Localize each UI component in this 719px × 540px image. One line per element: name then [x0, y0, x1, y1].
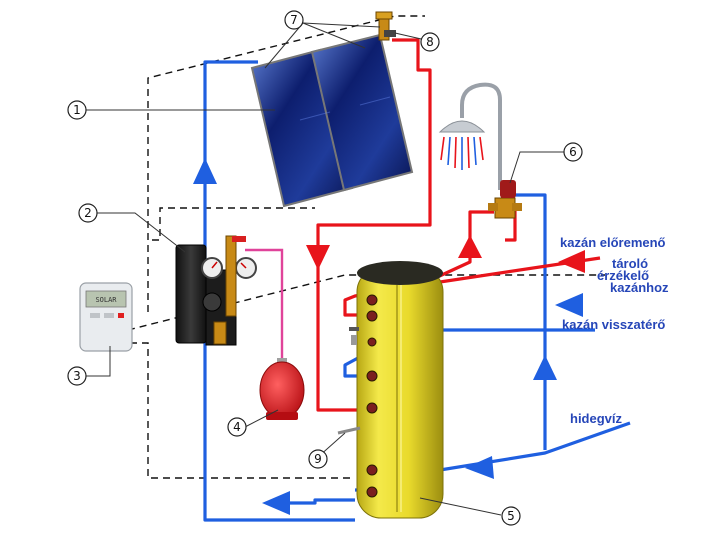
arrow-up-blue-right — [533, 355, 557, 380]
shower-head-icon — [438, 82, 502, 190]
arrow-left-blue-bottom — [262, 491, 290, 515]
air-vent-icon — [375, 11, 396, 41]
callout-7: 7 — [284, 10, 304, 30]
boiler-return-pipe — [343, 328, 595, 378]
callout-5: 5 — [501, 506, 521, 526]
mixing-valve-icon — [488, 180, 522, 219]
label-kazan-visszatero: kazán visszatérő — [562, 317, 665, 332]
flow-arrows — [193, 158, 585, 515]
cold-water-riser-pipe — [512, 193, 547, 450]
tank-sensor-cable-bottom — [130, 342, 355, 479]
arrow-down-red — [306, 245, 330, 270]
svg-text:5: 5 — [507, 509, 515, 523]
svg-text:2: 2 — [84, 206, 92, 220]
tank-coil-return-pipe — [268, 498, 355, 505]
svg-text:8: 8 — [426, 35, 434, 49]
callout-leaders — [86, 22, 564, 516]
callout-1: 1 — [67, 100, 87, 120]
callout-9: 9 — [308, 449, 328, 469]
arrow-up-blue-left — [193, 158, 217, 184]
storage-tank-icon — [349, 261, 444, 519]
label-hidegviz: hidegvíz — [570, 411, 623, 426]
solar-collector-icon — [250, 33, 414, 208]
callout-2: 2 — [78, 203, 98, 223]
boiler-flow-pipe — [343, 256, 601, 317]
pump-sensor-cable — [152, 207, 315, 241]
svg-text:6: 6 — [569, 145, 577, 159]
arrow-up-red — [458, 235, 482, 258]
label-erzekelo: érzékelő — [597, 268, 649, 283]
expansion-line — [245, 248, 284, 362]
controller-icon: SOLAR — [79, 282, 133, 352]
thermometer-icon — [337, 426, 361, 435]
collector-sensor-cable — [147, 15, 425, 312]
expansion-vessel-icon — [259, 358, 305, 420]
callout-8: 8 — [420, 32, 440, 52]
svg-text:4: 4 — [233, 420, 241, 434]
callout-3: 3 — [67, 366, 87, 386]
svg-text:9: 9 — [314, 452, 322, 466]
svg-text:3: 3 — [73, 369, 81, 383]
controller-display-text: SOLAR — [95, 296, 117, 304]
arrow-left-blue-cold — [465, 456, 494, 479]
label-kazan-eloremeno: kazán előremenő — [560, 235, 666, 250]
collector-flow-pipe — [316, 38, 432, 412]
collector-panel-right — [310, 33, 414, 192]
svg-text:1: 1 — [73, 103, 81, 117]
arrow-left-red-boiler — [558, 250, 585, 273]
callout-6: 6 — [563, 142, 583, 162]
label-kazanhoz: kazánhoz — [610, 280, 669, 295]
arrow-left-blue-return — [555, 293, 583, 317]
pump-station-icon — [175, 235, 257, 346]
svg-text:7: 7 — [290, 13, 298, 27]
label-tarolo: tároló — [612, 256, 648, 271]
callout-4: 4 — [227, 417, 247, 437]
